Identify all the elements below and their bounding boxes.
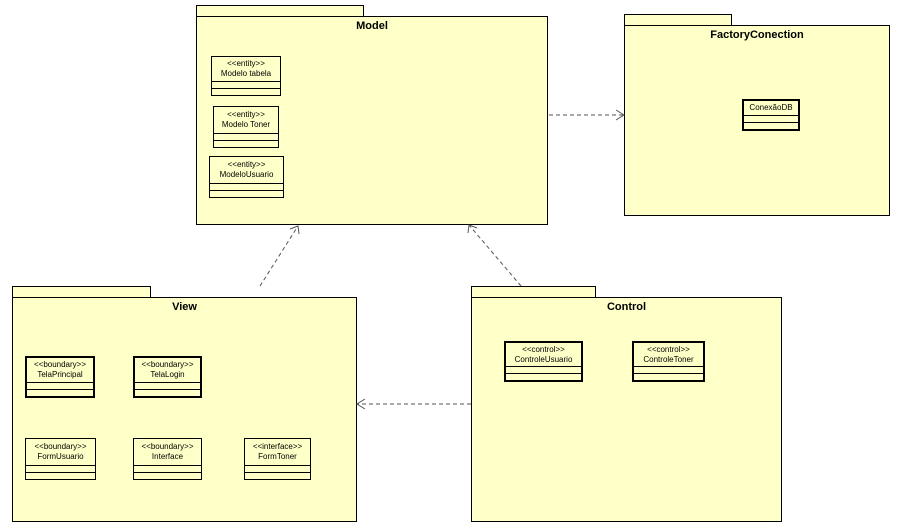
arrowhead-icon <box>289 225 300 235</box>
arrowhead-icon <box>467 224 478 234</box>
class-name: FormUsuario <box>37 452 84 461</box>
class-name: ModeloUsuario <box>219 170 274 179</box>
class-name: Interface <box>151 452 184 461</box>
stereotype-label: <<control>> <box>647 344 690 354</box>
class-controle-usuario[interactable]: <<control>>ControleUsuario <box>504 341 583 382</box>
class-tela-principal[interactable]: <<boundary>>TelaPrincipal <box>25 356 95 398</box>
class-name: ControleUsuario <box>514 354 573 364</box>
model-package-title: Model <box>356 20 388 32</box>
stereotype-label: <<boundary>> <box>141 442 194 451</box>
class-name: Modelo tabela <box>220 69 272 78</box>
stereotype-label: <<boundary>> <box>141 360 194 369</box>
stereotype-label: <<boundary>> <box>33 360 87 369</box>
class-name: ControleToner <box>643 354 694 364</box>
dependency-control-to-model[interactable] <box>468 224 522 287</box>
class-form-usuario[interactable]: <<boundary>>FormUsuario <box>25 438 96 480</box>
stereotype-label: <<control>> <box>522 344 565 354</box>
stereotype-label: <<entity>> <box>227 110 265 119</box>
class-name: TelaLogin <box>150 370 185 379</box>
arrowhead-icon <box>615 109 625 121</box>
view-package-title: View <box>172 301 197 313</box>
stereotype-label: <<boundary>> <box>34 442 87 451</box>
class-interface[interactable]: <<boundary>>Interface <box>133 438 202 480</box>
class-form-toner[interactable]: <<interface>>FormToner <box>244 438 311 480</box>
dependency-view-to-model[interactable] <box>259 225 299 287</box>
arrowhead-icon <box>356 398 366 410</box>
class-tela-login[interactable]: <<boundary>>TelaLogin <box>133 356 202 398</box>
class-name: TelaPrincipal <box>37 370 83 379</box>
class-name: Modelo Toner <box>221 120 271 129</box>
class-controle-toner[interactable]: <<control>>ControleToner <box>632 341 705 382</box>
stereotype-label: <<entity>> <box>227 160 266 169</box>
class-modelo-usuario[interactable]: <<entity>>ModeloUsuario <box>209 156 284 198</box>
class-name: ConexãoDB <box>749 103 793 112</box>
stereotype-label: <<interface>> <box>252 442 303 451</box>
stereotype-label: <<entity>> <box>227 59 265 68</box>
class-modelo-tabela[interactable]: <<entity>>Modelo tabela <box>211 56 281 96</box>
control-package[interactable]: Control <box>471 297 782 522</box>
class-modelo-toner[interactable]: <<entity>>Modelo Toner <box>213 106 279 148</box>
view-package[interactable]: View <box>12 297 357 522</box>
control-package-title: Control <box>606 301 647 313</box>
factory-package-title: FactoryConection <box>710 29 804 41</box>
class-conexao-db[interactable]: ConexãoDB <box>742 99 800 131</box>
class-name: FormToner <box>258 452 297 461</box>
